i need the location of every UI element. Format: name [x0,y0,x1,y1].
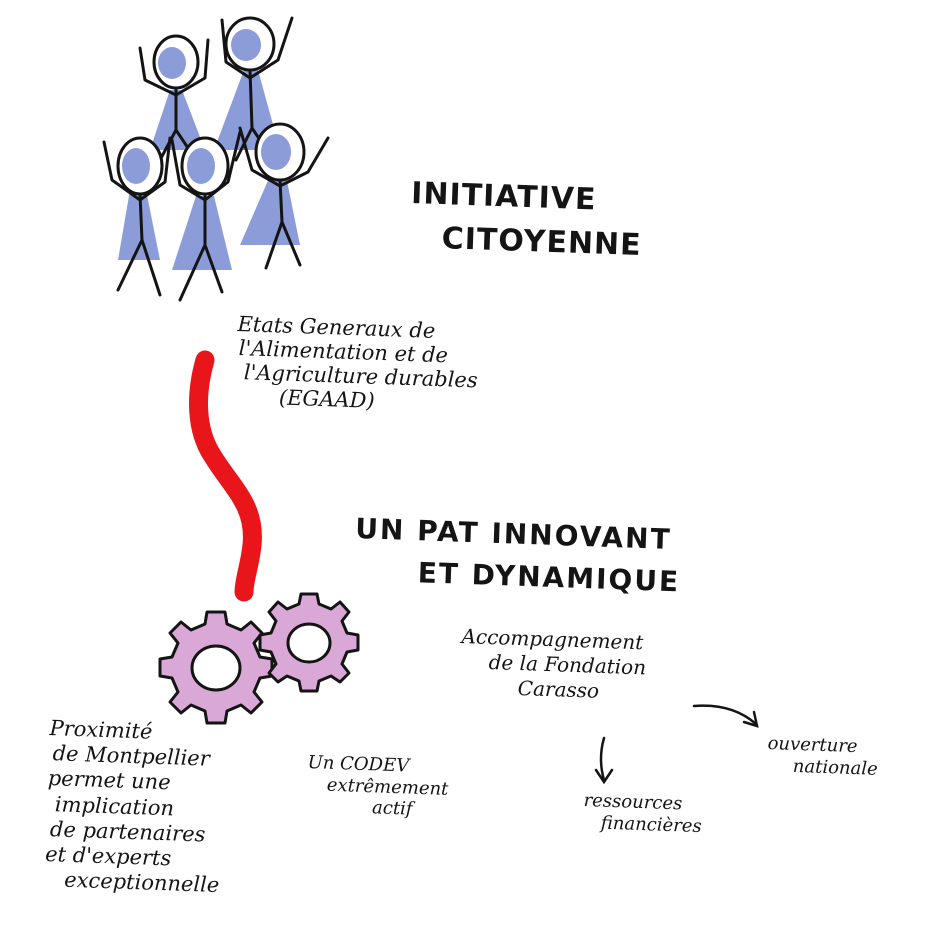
arrow-to-ouverture [692,704,759,728]
ressources-note-line2: financières [600,812,703,837]
egaad-note: Etats Generaux de l'Alimentation et de l… [235,312,480,417]
proximity-note: Proximité de Montpellier permet une impl… [42,716,225,898]
ouverture-note: ouverture nationale [766,733,878,780]
red-link-path [189,350,262,602]
initiative-title-line1: INITIATIVE [410,175,598,218]
ouverture-note-line1: ouverture [767,733,858,758]
pat-heading: UN PAT INNOVANT ET DYNAMIQUE [353,508,682,603]
person-figure [102,136,172,297]
ouverture-note-line2: nationale [792,755,879,780]
person-figure [170,130,242,302]
initiative-title-line2: CITOYENNE [441,220,643,263]
raised-arms-people-icon [102,16,330,302]
person-figure [138,34,210,162]
person-figure [238,122,330,270]
gears-icon [158,592,360,725]
ressources-note: ressources financières [582,790,702,837]
gear-left [158,610,274,725]
codev-note: Un CODEV extrêmement actif [306,752,450,822]
fondation-note: Accompagnement de la Fondation Carasso [459,624,647,705]
gear-right [258,592,360,693]
initiative-title: INITIATIVE CITOYENNE [409,172,644,267]
arrow-to-ressources [594,736,614,785]
